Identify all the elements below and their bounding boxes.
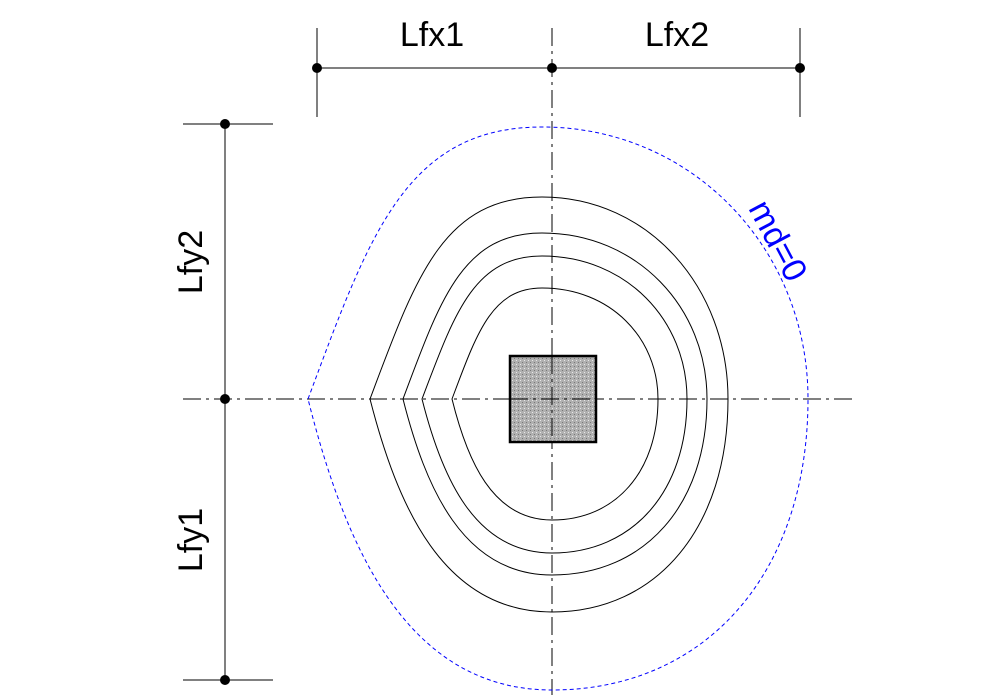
moment-contour xyxy=(451,287,659,521)
dimension-dot xyxy=(312,63,322,73)
moment-contour xyxy=(369,196,729,613)
dimension-dot xyxy=(220,119,230,129)
label-lfy1: Lfy1 xyxy=(172,508,210,572)
moment-contour xyxy=(421,255,688,554)
dimension-dot xyxy=(795,63,805,73)
dimension-dot xyxy=(220,394,230,404)
label-lfy2: Lfy2 xyxy=(172,230,210,294)
label-lfx2: Lfx2 xyxy=(645,16,709,54)
moment-contour xyxy=(402,232,708,576)
label-lfx1: Lfx1 xyxy=(400,16,464,54)
md0-contour xyxy=(307,126,809,691)
dimension-dot xyxy=(220,675,230,685)
top-dimension xyxy=(316,28,801,117)
dimension-dot xyxy=(547,63,557,73)
label-md0: md=0 xyxy=(741,194,815,288)
